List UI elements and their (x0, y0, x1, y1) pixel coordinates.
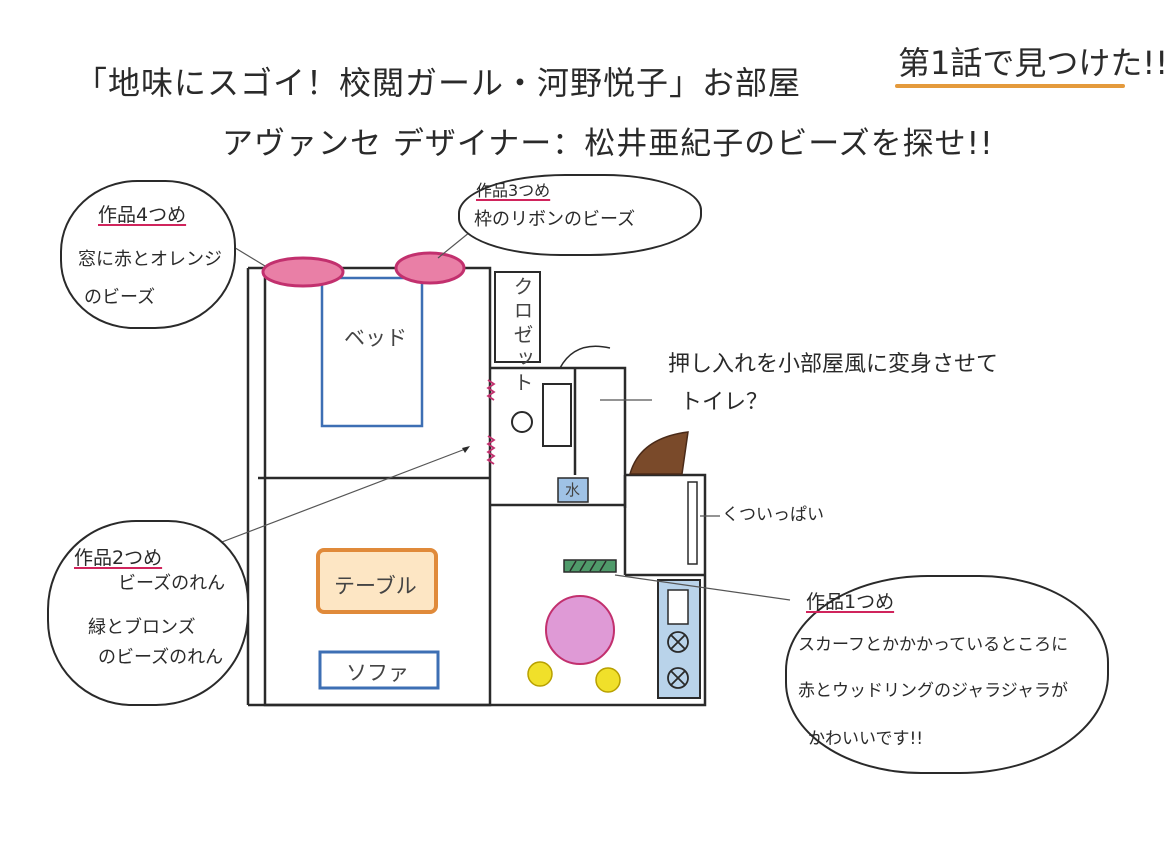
toilet-tank (542, 383, 572, 447)
shoe-cabinet (687, 481, 698, 565)
burner-1 (667, 631, 689, 653)
entrance-door (629, 431, 689, 475)
corner-note-underline (895, 84, 1125, 88)
bubble-work-2 (47, 520, 249, 706)
title-line-1: 「地味にスゴイ！校閲ガール・河野悦子」お部屋 (75, 64, 802, 102)
bubble-work-4 (60, 180, 236, 329)
walls (246, 266, 707, 707)
work4-line2: のビーズ (84, 287, 156, 308)
label-table: テーブル (334, 574, 417, 598)
scarf-rail (563, 559, 617, 573)
bubble-work-3 (458, 174, 702, 256)
work2-line2: 緑とブロンズ (88, 617, 196, 638)
work4-line1: 窓に赤とオレンジ (78, 249, 222, 270)
cushion-right (595, 667, 621, 693)
title-line-2: アヴァンセ デザイナー：松井亜紀子のビーズを探せ!! (222, 126, 994, 162)
table (316, 548, 438, 614)
work1-line3: かわいいです!! (808, 729, 924, 749)
label-water: 水 (565, 481, 581, 499)
label-sofa: ソファ (346, 661, 409, 685)
bubble-work-1 (785, 575, 1109, 774)
work1-line2: 赤とウッドリングのジャラジャラが (798, 681, 1068, 701)
work3-heading: 作品3つめ (476, 181, 551, 200)
bead-window-left (261, 256, 345, 288)
work1-line1: スカーフとかかかっているところに (798, 635, 1069, 655)
bead-curtain (486, 379, 496, 465)
round-rug (545, 595, 615, 665)
work2-heading: 作品2つめ (74, 547, 163, 569)
work3-line1: 枠のリボンのビーズ (474, 209, 636, 230)
shoebox-note: くついっぱい (722, 505, 824, 525)
work4-heading: 作品4つめ (98, 204, 187, 226)
bed (320, 276, 424, 428)
door-arc (559, 345, 611, 369)
toilet-note-line1: 押し入れを小部屋風に変身させて (668, 352, 999, 377)
closet-box (494, 271, 541, 363)
sink (557, 477, 589, 503)
toilet-bowl (511, 411, 533, 433)
bead-window-right (394, 251, 466, 285)
kitchen-sink (667, 589, 689, 625)
burner-2 (667, 667, 689, 689)
label-bed: ベッド (344, 326, 407, 350)
work2-line3: のビーズのれん (98, 647, 224, 668)
corner-note: 第1話で見つけた!! (898, 44, 1169, 82)
toilet-note-line2: トイレ？ (680, 390, 769, 415)
sofa (318, 650, 440, 690)
cushion-left (527, 661, 553, 687)
work1-heading: 作品1つめ (806, 591, 895, 613)
label-closet: クロゼット (510, 276, 534, 396)
work2-line1: ビーズのれん (118, 573, 226, 594)
